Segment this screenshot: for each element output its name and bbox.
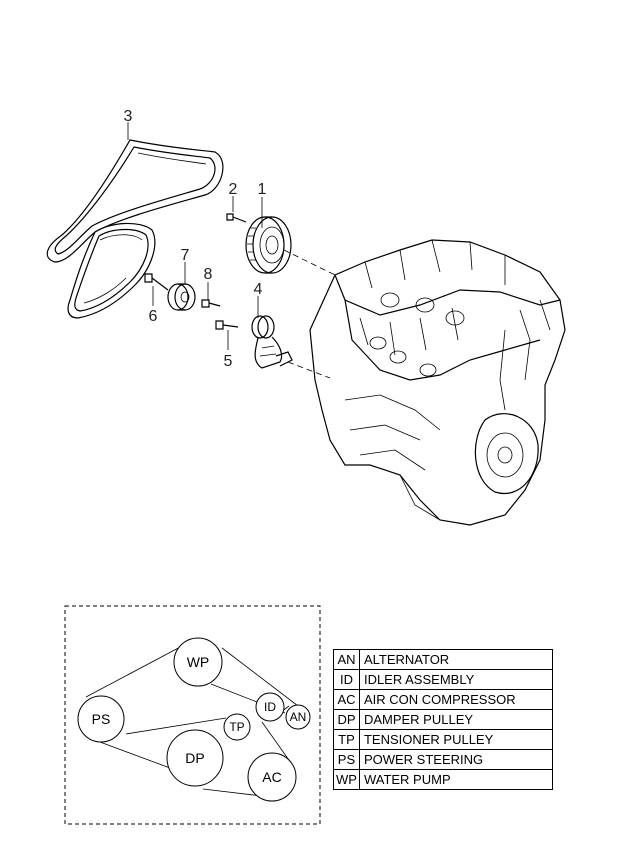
tensioner-mount-line [287,361,331,379]
pulley-dp: DP [166,729,224,787]
svg-text:TP: TP [229,720,244,734]
idler-pulley [167,283,196,311]
pulley-id: ID [255,692,285,722]
pulley-an: AN [285,704,311,730]
legend-name: AIR CON COMPRESSOR [358,689,553,710]
drive-belt [46,139,224,319]
pulley-legend-table: AN ALTERNATOR ID IDLER ASSEMBLY AC AIR C… [333,649,553,790]
bolt-2 [226,213,247,223]
callout-4: 4 [254,281,263,298]
bolt-8 [201,299,221,308]
legend-row: ID IDLER ASSEMBLY [333,669,553,690]
legend-name: DAMPER PULLEY [358,709,553,730]
tensioner-assembly [251,315,293,369]
alternator-pulley [245,216,292,274]
legend-code: ID [333,669,360,690]
callout-5: 5 [224,353,233,370]
callout-7: 7 [181,247,190,264]
bolt-6 [144,273,169,291]
legend-row: DP DAMPER PULLEY [333,709,553,730]
legend-row: AN ALTERNATOR [333,649,553,670]
legend-row: WP WATER PUMP [333,769,553,790]
svg-text:PS: PS [92,711,111,727]
belt-segment [202,788,263,797]
legend-code: DP [333,709,360,730]
callout-3: 3 [124,108,133,125]
legend-name: POWER STEERING [358,749,553,770]
belt-segment [85,644,185,698]
alternator-mount-line [283,249,336,276]
belt-segment [99,741,171,769]
bolt-5 [215,320,239,330]
legend-code: AN [333,649,360,670]
legend-code: PS [333,749,360,770]
belt-segment [125,717,227,735]
legend-name: IDLER ASSEMBLY [358,669,553,690]
callouts: 1 2 3 4 5 6 7 8 [124,108,267,370]
legend-row: AC AIR CON COMPRESSOR [333,689,553,710]
legend-row: PS POWER STEERING [333,749,553,770]
svg-text:DP: DP [185,750,204,766]
pulley-ps: PS [77,695,125,743]
legend-name: ALTERNATOR [358,649,553,670]
belt-segment [221,647,303,710]
legend-name: WATER PUMP [358,769,553,790]
belt-routing-diagram: WP PS DP AC TP ID AN [64,605,321,825]
legend-name: TENSIONER PULLEY [358,729,553,750]
legend-code: TP [333,729,360,750]
pulley-wp: WP [173,637,223,687]
svg-text:AC: AC [262,769,281,785]
legend-code: WP [333,769,360,790]
svg-text:WP: WP [187,654,210,670]
svg-text:ID: ID [264,700,276,714]
routing-frame [64,605,321,825]
belt-segment [261,721,292,764]
legend-code: AC [333,689,360,710]
callout-1: 1 [258,181,267,198]
pulley-ac: AC [247,752,297,802]
callout-2: 2 [229,181,238,198]
callout-8: 8 [204,266,213,283]
engine-block [309,239,566,526]
pulley-tp: TP [223,713,251,741]
legend-row: TP TENSIONER PULLEY [333,729,553,750]
svg-text:AN: AN [290,710,307,724]
callout-6: 6 [149,308,158,325]
